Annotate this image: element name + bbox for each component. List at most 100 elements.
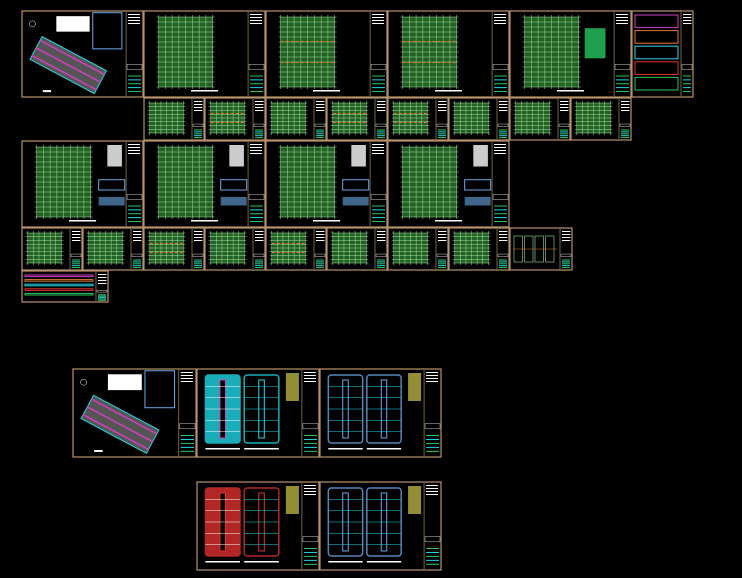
title-line <box>683 83 691 85</box>
note-line <box>494 17 506 18</box>
drawing-sheet-20[interactable] <box>82 227 144 271</box>
title-box <box>96 290 108 293</box>
note-line <box>560 110 569 111</box>
title-line <box>250 75 263 77</box>
note-line <box>194 110 203 111</box>
note-line <box>133 240 142 241</box>
title-line <box>438 267 446 269</box>
title-line <box>438 261 446 263</box>
drawing-sheet-31[interactable] <box>319 368 442 458</box>
drawing-sheet-33[interactable] <box>319 481 442 571</box>
title-line <box>560 129 568 131</box>
note-line <box>372 14 384 15</box>
note-line <box>180 381 193 382</box>
drawing-sheet-7[interactable] <box>143 97 205 141</box>
note-line <box>494 144 506 145</box>
drawing-sheet-21[interactable] <box>143 227 205 271</box>
note-line <box>426 494 438 495</box>
drawing-sheet-10[interactable] <box>326 97 388 141</box>
title-line <box>438 133 446 135</box>
title-line <box>303 438 317 440</box>
note-line <box>303 381 316 382</box>
note-line <box>303 372 316 373</box>
title-line <box>128 79 141 81</box>
drawing-sheet-32[interactable] <box>196 481 320 571</box>
drawing-sheet-27[interactable] <box>509 227 573 271</box>
drawing-sheet-5[interactable] <box>509 10 632 98</box>
drawing-sheet-6[interactable] <box>631 10 694 98</box>
note-line <box>255 234 264 235</box>
note-line <box>426 381 438 382</box>
note-line <box>621 104 630 105</box>
detail-frame <box>634 30 679 44</box>
drawing-sheet-29[interactable] <box>72 368 197 458</box>
title-line <box>372 209 385 211</box>
title-line <box>426 555 439 557</box>
title-line <box>128 220 141 222</box>
title-line <box>255 259 263 261</box>
title-line <box>303 559 317 561</box>
drawing-sheet-8[interactable] <box>204 97 266 141</box>
note-line <box>316 231 325 232</box>
note-line <box>97 283 107 284</box>
note-line <box>377 240 386 241</box>
title-line <box>255 133 263 135</box>
title-line <box>438 131 446 133</box>
note-line <box>377 110 386 111</box>
note-line <box>438 101 447 102</box>
drawing-sheet-12[interactable] <box>448 97 510 141</box>
note-line <box>194 231 203 232</box>
title-line <box>128 87 141 89</box>
title-line <box>494 217 507 219</box>
title-line <box>616 90 629 92</box>
note-line <box>494 23 506 24</box>
note-line <box>180 375 193 376</box>
drawing-sheet-28[interactable] <box>21 270 109 303</box>
drawing-sheet-14[interactable] <box>570 97 632 141</box>
title-box <box>560 253 572 257</box>
note-line <box>255 237 264 238</box>
note-line <box>377 237 386 238</box>
title-line <box>255 129 263 131</box>
drawing-sheet-13[interactable] <box>509 97 571 141</box>
note-line <box>683 23 692 24</box>
title-box <box>126 194 143 200</box>
drawing-sheet-2[interactable] <box>143 10 266 98</box>
drawing-sheet-4[interactable] <box>387 10 510 98</box>
title-line <box>426 438 439 440</box>
drawing-sheet-3[interactable] <box>265 10 388 98</box>
title-box <box>681 64 693 70</box>
note-line <box>372 147 384 148</box>
drawing-sheet-26[interactable] <box>448 227 510 271</box>
drawing-label <box>191 220 219 222</box>
drawing-sheet-1[interactable] <box>21 10 144 98</box>
drawing-sheet-30[interactable] <box>196 368 320 458</box>
title-line <box>438 265 446 267</box>
drawing-sheet-22[interactable] <box>204 227 266 271</box>
section-detail <box>220 196 247 206</box>
drawing-sheet-25[interactable] <box>387 227 449 271</box>
drawing-sheet-9[interactable] <box>265 97 327 141</box>
title-line <box>438 259 446 261</box>
drawing-sheet-19[interactable] <box>21 227 83 271</box>
drawing-sheet-17[interactable] <box>265 140 388 228</box>
drawing-sheet-16[interactable] <box>143 140 266 228</box>
detail-frame <box>24 292 94 296</box>
drawing-sheet-24[interactable] <box>326 227 388 271</box>
title-line <box>133 265 141 267</box>
title-line <box>180 446 194 448</box>
title-box <box>314 253 326 257</box>
note-line <box>250 20 262 21</box>
note-line <box>97 280 107 281</box>
note-line <box>128 23 140 24</box>
drawing-sheet-18[interactable] <box>387 140 510 228</box>
drawing-sheet-23[interactable] <box>265 227 327 271</box>
note-line <box>250 23 262 24</box>
note-line <box>499 240 508 241</box>
drawing-sheet-15[interactable] <box>21 140 144 228</box>
drawing-sheet-11[interactable] <box>387 97 449 141</box>
title-line <box>250 83 263 85</box>
title-line <box>621 129 629 131</box>
drawing-label <box>244 448 279 450</box>
